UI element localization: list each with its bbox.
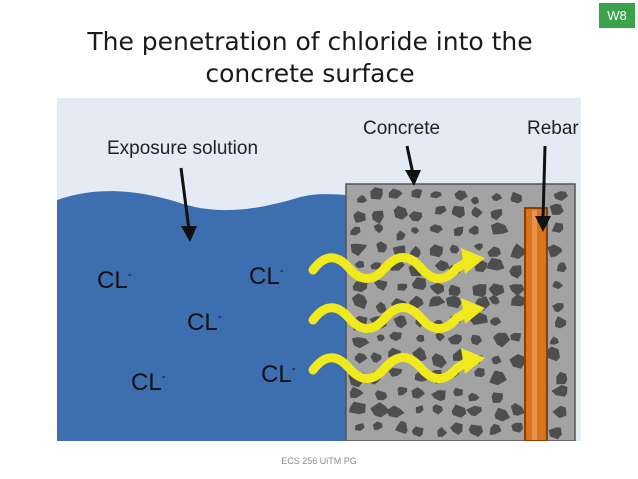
exposure-solution-label: Exposure solution (107, 138, 258, 159)
chloride-ion: CL- (97, 267, 132, 294)
chloride-ion: CL- (131, 369, 166, 396)
rebar-highlight (532, 210, 537, 440)
rebar-pointer (543, 146, 545, 220)
slide-title: The penetration of chloride into the con… (40, 26, 580, 90)
chloride-ion: CL- (261, 361, 296, 388)
slide-footer: ECS 256 UiTM PG (0, 456, 638, 466)
concrete-label: Concrete (363, 118, 440, 139)
chloride-ion: CL- (249, 263, 284, 290)
title-line-1: The penetration of chloride into the (40, 26, 580, 58)
rebar-label: Rebar (527, 118, 579, 139)
chloride-diagram: Exposure solution Concrete Rebar CL- CL-… (57, 98, 581, 441)
exposure-water (57, 191, 387, 441)
aggregate-stone (472, 284, 486, 297)
chloride-ion: CL- (187, 309, 222, 336)
title-line-2: concrete surface (40, 58, 580, 90)
slide-badge: W8 (599, 3, 635, 28)
